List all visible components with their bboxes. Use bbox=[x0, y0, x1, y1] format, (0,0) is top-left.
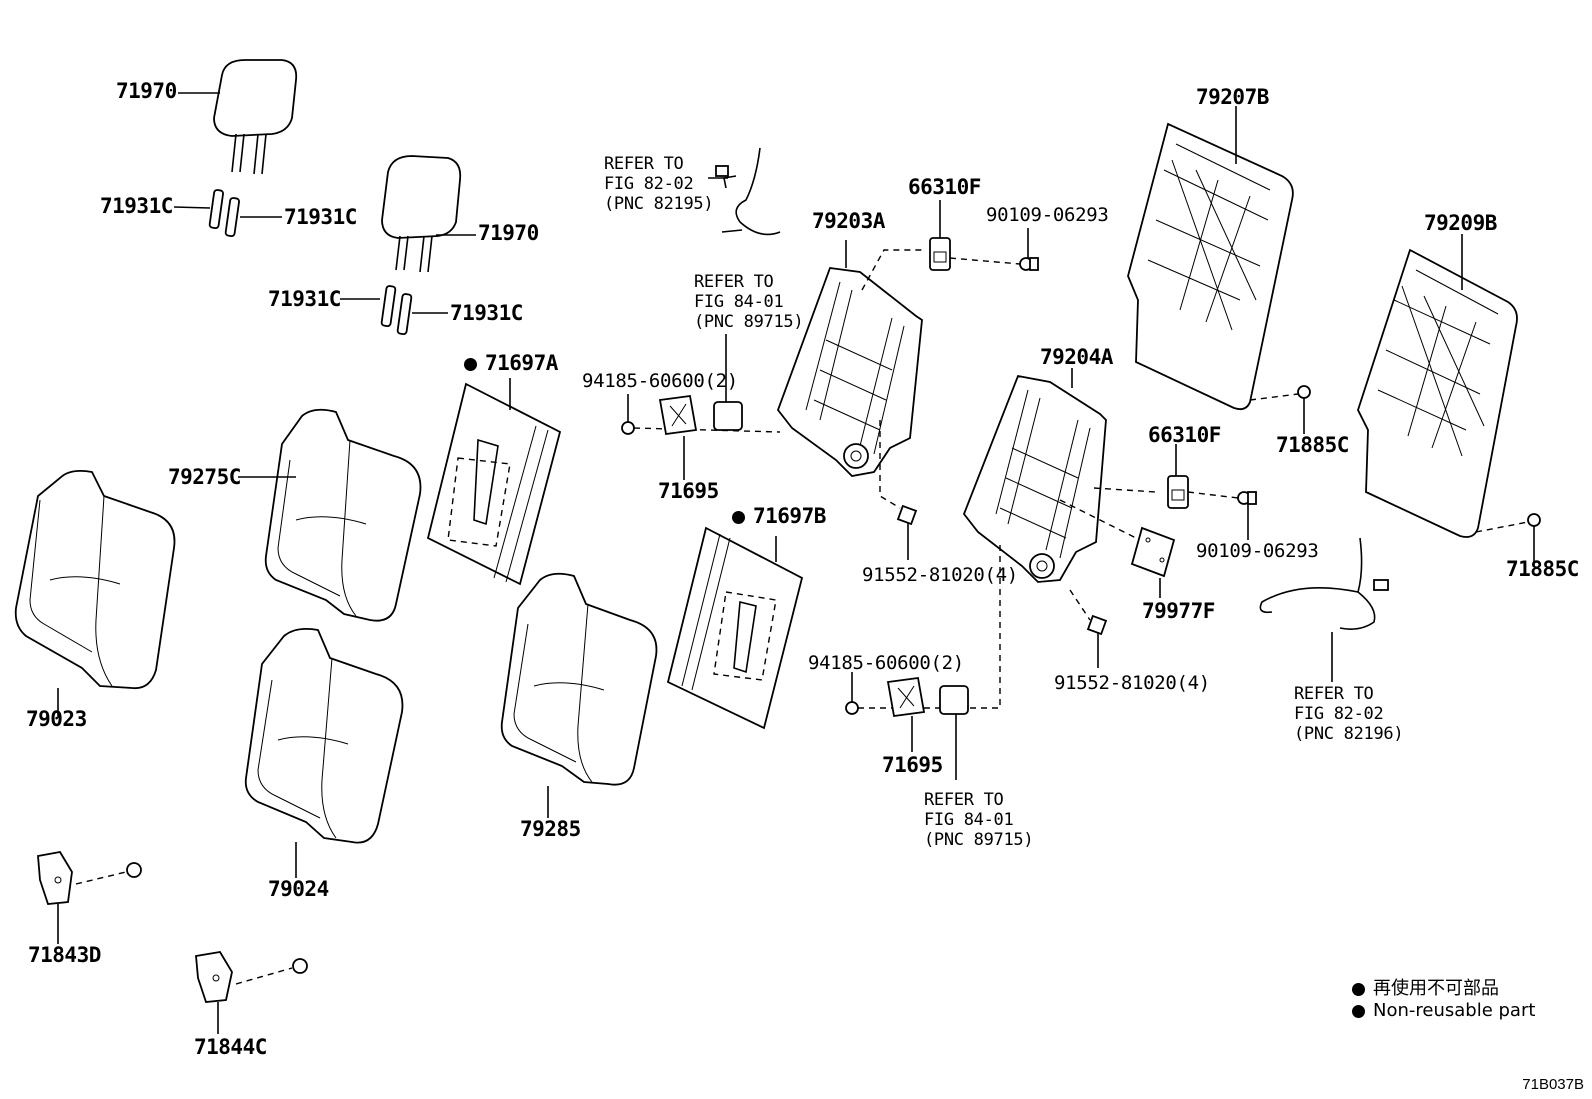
label-71931c-2: 71931C bbox=[284, 205, 357, 229]
label-71931c-4: 71931C bbox=[450, 301, 523, 325]
guide-pair-1[interactable] bbox=[208, 189, 240, 238]
note-line: REFER TO bbox=[1294, 684, 1374, 704]
note-ref-82195: REFER TO FIG 82-02 (PNC 82195) bbox=[604, 154, 714, 214]
label-71695-a: 71695 bbox=[658, 479, 719, 503]
note-line: (PNC 82196) bbox=[1294, 724, 1404, 744]
board-79209b[interactable] bbox=[1357, 248, 1518, 538]
label-71844c: 71844C bbox=[194, 1035, 267, 1059]
note-line: (PNC 82195) bbox=[604, 194, 714, 214]
bolt-90109-b[interactable] bbox=[1237, 491, 1257, 505]
hinge-71844c[interactable] bbox=[195, 951, 233, 1003]
label-79203a: 79203A bbox=[812, 209, 885, 233]
note-line: FIG 82-02 bbox=[1294, 704, 1384, 724]
label-71885c-b: 71885C bbox=[1506, 557, 1579, 581]
sensor-71695-b[interactable] bbox=[886, 676, 926, 718]
harness-82196 bbox=[1259, 537, 1389, 630]
note-line: REFER TO bbox=[694, 272, 774, 292]
label-71931c-1: 71931C bbox=[100, 194, 173, 218]
non-reusable-dot-icon bbox=[464, 357, 477, 371]
label-71695-b: 71695 bbox=[882, 753, 943, 777]
guide-pair-2[interactable] bbox=[380, 285, 413, 336]
note-line: FIG 84-01 bbox=[694, 292, 784, 312]
connector-89715-a bbox=[713, 401, 743, 431]
label-79207b: 79207B bbox=[1196, 85, 1269, 109]
seatback-79275c[interactable] bbox=[264, 408, 422, 622]
label-90109-b: 90109-06293 bbox=[1196, 540, 1319, 562]
legend-ja-text: 再使用不可部品 bbox=[1373, 978, 1499, 999]
label-79209b: 79209B bbox=[1424, 211, 1497, 235]
label-71885c-a: 71885C bbox=[1276, 433, 1349, 457]
bolt-71844c bbox=[292, 958, 308, 974]
bolt-91552-a[interactable] bbox=[896, 504, 918, 526]
label-71697a: 71697A bbox=[464, 352, 558, 374]
seatback-79285[interactable] bbox=[500, 572, 658, 786]
nut-94185-a[interactable] bbox=[621, 421, 635, 435]
note-line: FIG 84-01 bbox=[924, 810, 1014, 830]
lock-66310f-a[interactable] bbox=[929, 237, 951, 271]
label-71931c-3: 71931C bbox=[268, 287, 341, 311]
label-79275c: 79275C bbox=[168, 465, 241, 489]
cover-71697a[interactable] bbox=[426, 382, 562, 586]
frame-79204a[interactable] bbox=[962, 374, 1107, 583]
non-reusable-dot-icon bbox=[1352, 982, 1365, 996]
note-ref-82196: REFER TO FIG 82-02 (PNC 82196) bbox=[1294, 684, 1404, 744]
label-79977f: 79977F bbox=[1142, 599, 1215, 623]
note-ref-89715-b: REFER TO FIG 84-01 (PNC 89715) bbox=[924, 790, 1034, 850]
headrest-71970-b[interactable] bbox=[381, 155, 462, 273]
non-reusable-dot-icon bbox=[732, 510, 745, 524]
frame-79203a[interactable] bbox=[776, 267, 923, 477]
board-79207b[interactable] bbox=[1127, 122, 1294, 411]
label-71970-b: 71970 bbox=[478, 221, 539, 245]
legend-en-text: Non-reusable part bbox=[1373, 1000, 1536, 1021]
label-66310f-a: 66310F bbox=[908, 175, 981, 199]
label-71697b-text: 71697B bbox=[753, 504, 826, 528]
note-line: REFER TO bbox=[924, 790, 1004, 810]
label-71843d: 71843D bbox=[28, 943, 101, 967]
label-79023: 79023 bbox=[26, 707, 87, 731]
figure-code: 71B037B bbox=[1522, 1076, 1584, 1093]
lock-66310f-b[interactable] bbox=[1167, 475, 1189, 509]
note-line: (PNC 89715) bbox=[694, 312, 804, 332]
cover-71697b[interactable] bbox=[666, 526, 804, 730]
label-66310f-b: 66310F bbox=[1148, 423, 1221, 447]
label-94185-b: 94185-60600(2) bbox=[808, 652, 964, 674]
clip-71885c-a[interactable] bbox=[1297, 385, 1311, 399]
note-ref-89715-a: REFER TO FIG 84-01 (PNC 89715) bbox=[694, 272, 804, 332]
label-79024: 79024 bbox=[268, 877, 329, 901]
label-94185-a: 94185-60600(2) bbox=[582, 370, 738, 392]
seatback-79024[interactable] bbox=[244, 627, 404, 844]
legend-en: Non-reusable part bbox=[1352, 1000, 1535, 1021]
connector-89715-b bbox=[939, 685, 969, 715]
bolt-90109-a[interactable] bbox=[1019, 257, 1039, 271]
sensor-71695-a[interactable] bbox=[658, 394, 698, 436]
hinge-71843d[interactable] bbox=[37, 851, 73, 905]
bolt-91552-b[interactable] bbox=[1086, 614, 1108, 636]
label-71697b: 71697B bbox=[732, 505, 826, 527]
non-reusable-dot-icon bbox=[1352, 1004, 1365, 1018]
headrest-71970-a[interactable] bbox=[213, 59, 298, 175]
label-71697a-text: 71697A bbox=[485, 351, 558, 375]
nut-94185-b[interactable] bbox=[845, 701, 859, 715]
plate-79977f[interactable] bbox=[1130, 526, 1176, 578]
label-90109-a: 90109-06293 bbox=[986, 204, 1109, 226]
label-79204a: 79204A bbox=[1040, 345, 1113, 369]
note-line: FIG 82-02 bbox=[604, 174, 694, 194]
label-91552-a: 91552-81020(4) bbox=[862, 564, 1018, 586]
clip-71885c-b[interactable] bbox=[1527, 513, 1541, 527]
label-91552-b: 91552-81020(4) bbox=[1054, 672, 1210, 694]
label-71970-a: 71970 bbox=[116, 79, 177, 103]
label-79285: 79285 bbox=[520, 817, 581, 841]
seatback-79023[interactable] bbox=[14, 469, 176, 690]
legend-ja: 再使用不可部品 bbox=[1352, 974, 1499, 1000]
note-line: (PNC 89715) bbox=[924, 830, 1034, 850]
harness-82195 bbox=[715, 147, 781, 236]
note-line: REFER TO bbox=[604, 154, 684, 174]
bolt-71843d bbox=[126, 862, 142, 878]
